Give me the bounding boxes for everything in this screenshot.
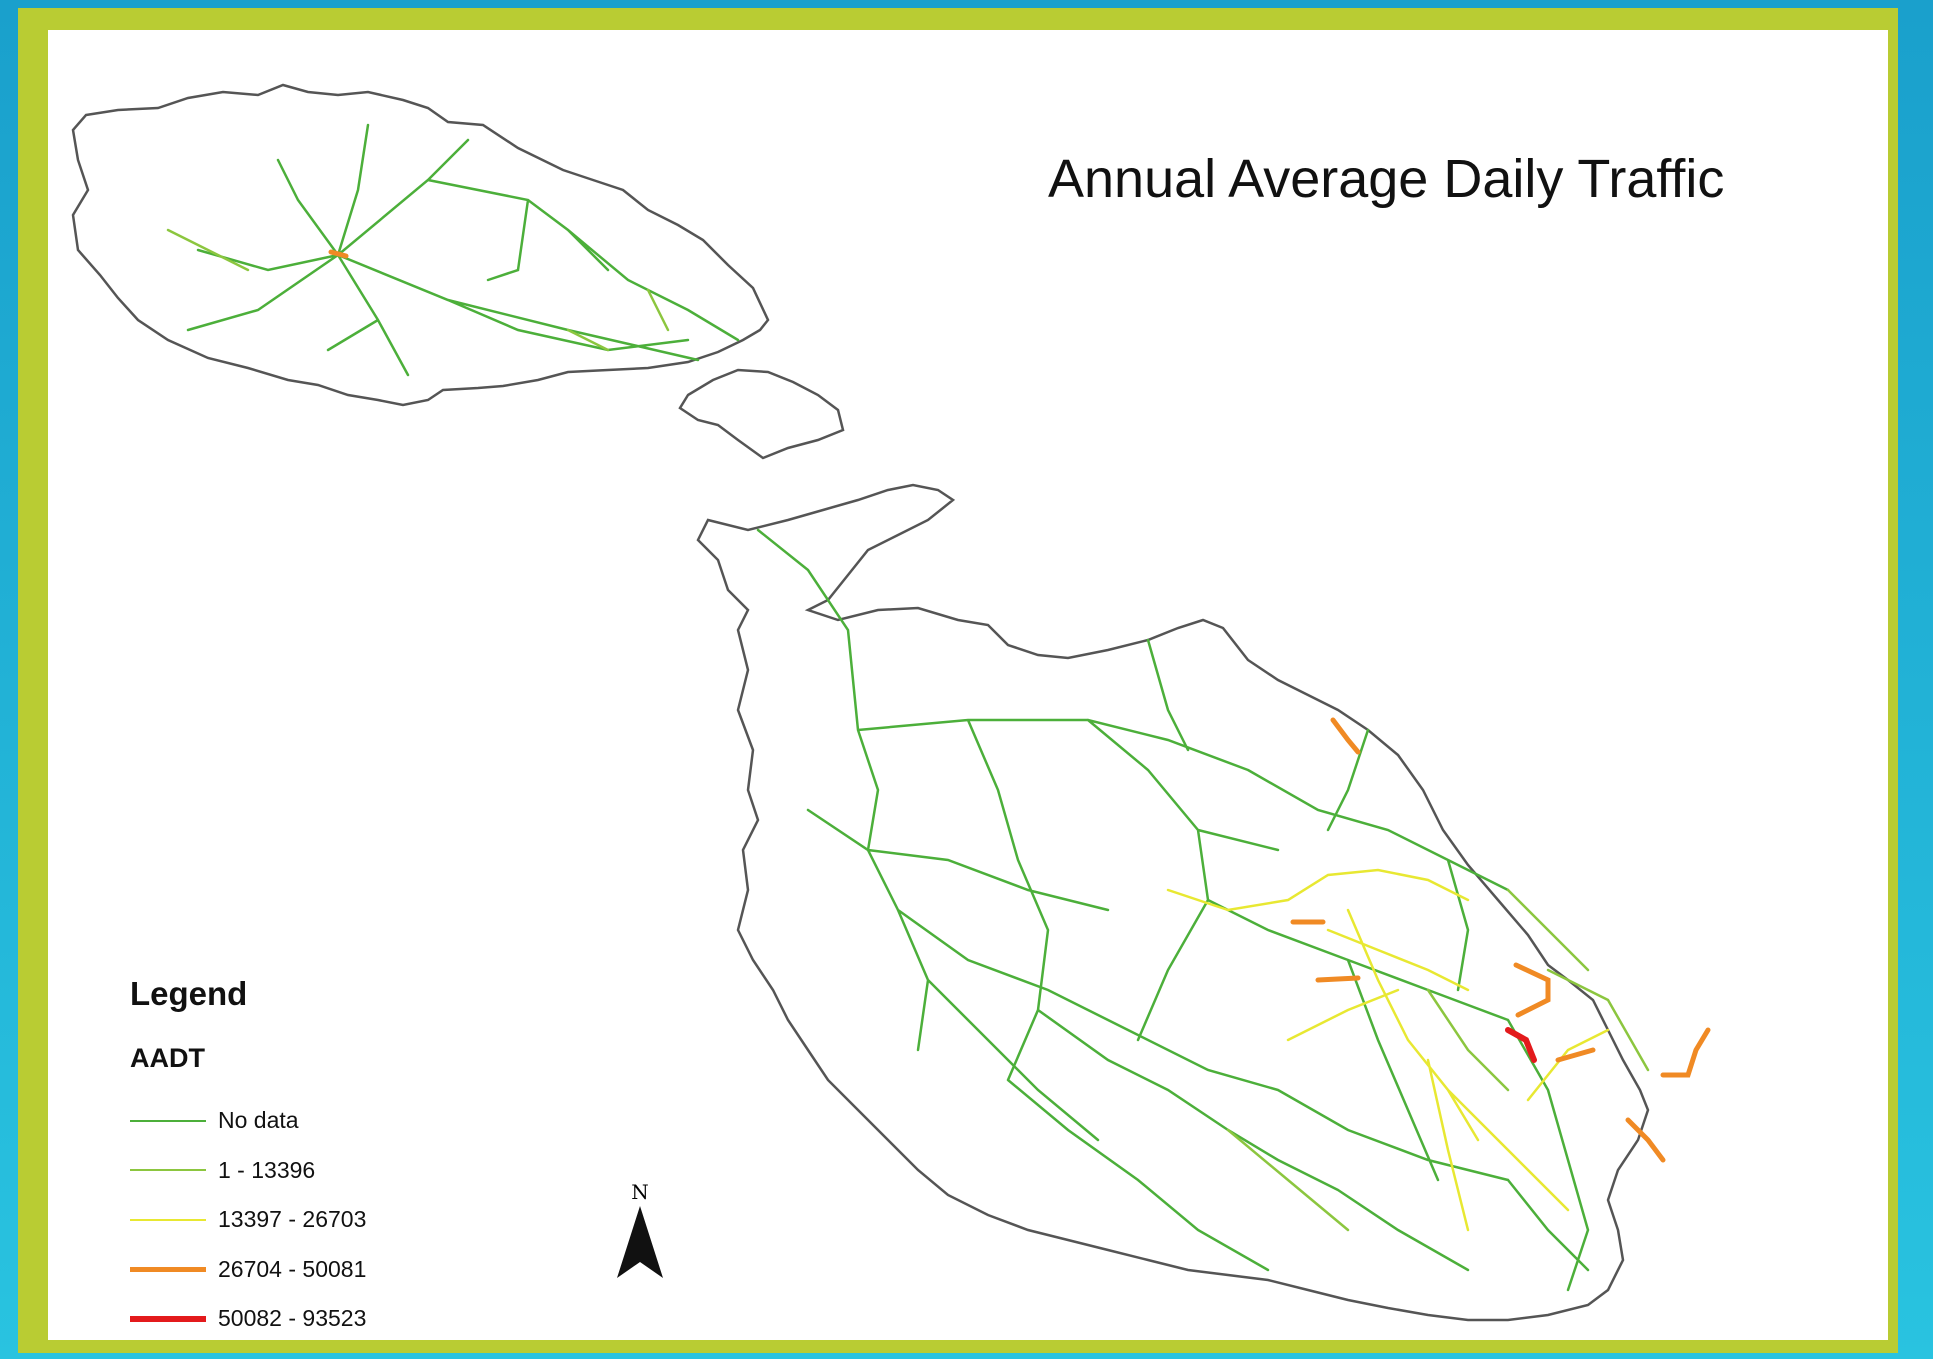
legend-field-name: AADT: [130, 1043, 205, 1073]
north-label: N: [631, 1180, 649, 1204]
north-arrow-icon: [617, 1206, 663, 1278]
legend-label: 13397 - 26703: [218, 1206, 367, 1233]
north-arrow: N: [610, 1180, 670, 1285]
legend-heading: Legend: [130, 975, 248, 1012]
legend-item: No data: [130, 1096, 366, 1146]
gozo-roads: [166, 123, 740, 377]
legend-item: 26704 - 50081: [130, 1245, 366, 1295]
legend-item: 13397 - 26703: [130, 1195, 366, 1245]
malta-coastline: [696, 483, 1650, 1322]
legend-item: 1 - 13396: [130, 1146, 366, 1196]
map-panel: Annual Average Daily Traffic Legend AADT…: [48, 30, 1888, 1340]
comino-coastline: [678, 368, 845, 460]
malta-roads-high: [1290, 717, 1711, 1163]
legend-swatch: [130, 1119, 206, 1122]
legend-label: No data: [218, 1107, 299, 1134]
legend-label: 26704 - 50081: [218, 1255, 367, 1282]
map-canvas: [71, 83, 1711, 1322]
malta-roads-mid: [1166, 868, 1610, 1232]
legend-swatch: [130, 1169, 206, 1172]
gozo-coastline: [71, 83, 770, 407]
legend-label: 50082 - 93523: [218, 1305, 367, 1332]
malta-roads-low: [756, 528, 1650, 1292]
map-frame: Annual Average Daily Traffic Legend AADT…: [18, 8, 1898, 1353]
legend-item: 50082 - 93523: [130, 1294, 366, 1340]
legend-swatch: [130, 1266, 206, 1272]
legend-swatch: [130, 1218, 206, 1221]
malta-roads-top: [1505, 1027, 1537, 1063]
legend: Legend AADT No data 1 - 13396 13397 - 26…: [130, 975, 366, 1340]
legend-swatch: [130, 1315, 206, 1322]
map-title: Annual Average Daily Traffic: [1048, 149, 1725, 209]
legend-items: No data 1 - 13396 13397 - 26703 26704 - …: [130, 1096, 366, 1340]
legend-label: 1 - 13396: [218, 1156, 316, 1183]
